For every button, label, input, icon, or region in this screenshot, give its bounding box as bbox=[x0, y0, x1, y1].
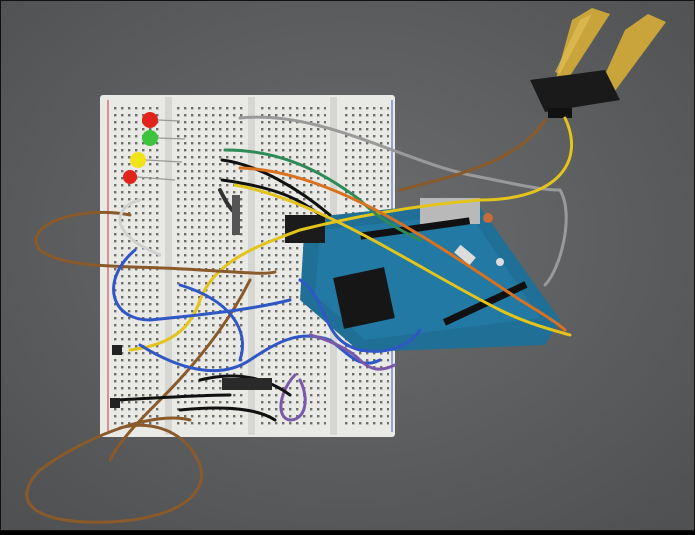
led-yellow bbox=[130, 152, 146, 168]
led-green bbox=[142, 130, 158, 146]
soil-moisture-sensor bbox=[530, 8, 666, 118]
sensor-board bbox=[530, 70, 620, 112]
led-red-1 bbox=[142, 112, 158, 128]
atmega-chip bbox=[333, 267, 395, 329]
breadboard-pin-headers bbox=[110, 195, 272, 408]
arduino-board bbox=[285, 198, 560, 352]
led-red-2 bbox=[123, 170, 137, 184]
leds bbox=[123, 112, 186, 184]
